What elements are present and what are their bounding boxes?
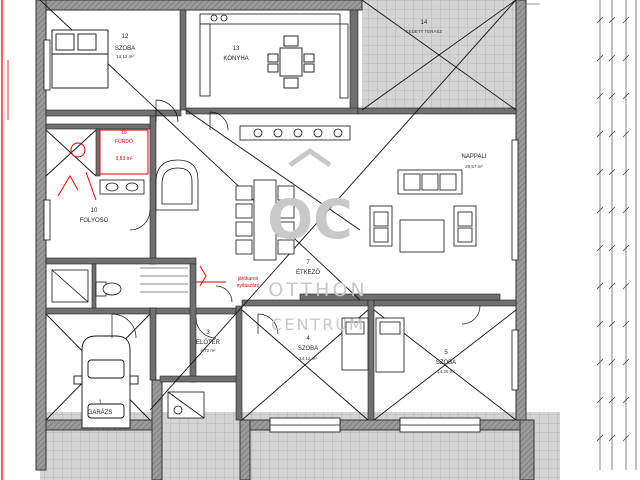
dimension-tick [608, 92, 616, 100]
room-12-area: 14,12 m² [116, 54, 134, 59]
red-note-line2: nyílászáró [237, 283, 260, 289]
dimension-tick [622, 92, 630, 100]
island-circles [239, 125, 351, 141]
room-16-area: 3,83 m² [116, 156, 133, 162]
dimension-tick [608, 358, 616, 366]
dimension-tick [596, 358, 604, 366]
room-labels: 12 SZOBA 14,12 m² 13 KONYHA 14 FEDETT TE… [80, 20, 487, 416]
room-16-name: FÜRDŐ [115, 138, 133, 145]
room-3-name: ELŐTÉR [196, 339, 221, 346]
room-1-number: 1 [98, 400, 102, 406]
dimension-tick [622, 434, 630, 442]
dimension-tick [596, 54, 604, 62]
room-5-name: SZOBA [436, 360, 456, 366]
watermark-line2: CENTRUM [271, 315, 365, 334]
dimension-tick [596, 16, 604, 24]
right-dimension-ticks [596, 16, 630, 442]
dimension-tick [622, 320, 630, 328]
room-14-name: FEDETT TERASZ [406, 29, 443, 34]
living-room-furniture [369, 169, 477, 253]
dimension-tick [596, 244, 604, 252]
room-14-number: 14 [421, 20, 428, 26]
watermark: OC OTTHON CENTRUM [267, 147, 367, 334]
room-10-number: 10 [91, 208, 98, 214]
watermark-logo: OC [267, 188, 353, 251]
room-5-number: 5 [444, 350, 448, 356]
dimension-tick [596, 396, 604, 404]
dimension-tick [622, 358, 630, 366]
room-5-area: 14,20 m² [437, 369, 455, 374]
dimension-tick [622, 130, 630, 138]
room-13-number: 13 [233, 46, 240, 52]
room-1-name: GARÁZS [88, 409, 113, 416]
dimension-tick [596, 130, 604, 138]
dimension-tick [608, 320, 616, 328]
dimension-tick [596, 168, 604, 176]
room-4-number: 4 [306, 336, 310, 342]
dining-table-icon [267, 35, 315, 89]
dimension-tick [596, 320, 604, 328]
dimension-tick [608, 16, 616, 24]
stair-lines [140, 267, 188, 293]
right-dimension-lines [599, 0, 637, 470]
dimension-tick [608, 282, 616, 290]
bed-icon-room5 [375, 317, 405, 373]
dimension-tick [622, 282, 630, 290]
room-12-number: 12 [122, 34, 129, 40]
dimension-tick [608, 168, 616, 176]
room-10-name: FOLYOSO [80, 218, 109, 224]
dining-long-table [235, 179, 295, 261]
room-16-number: 16 [121, 130, 127, 136]
bed-icon-room4 [341, 317, 369, 371]
dimension-tick [596, 92, 604, 100]
dimension-tick [596, 434, 604, 442]
dimension-tick [608, 206, 616, 214]
door-swing-icon [111, 99, 481, 339]
dimension-tick [608, 244, 616, 252]
room-4-name: SZOBA [298, 346, 318, 352]
dimension-tick [608, 130, 616, 138]
car-icon [73, 335, 139, 429]
room-3-number: 3 [206, 330, 210, 336]
bed-icon [51, 29, 109, 89]
room-7-number: 7 [306, 260, 310, 266]
dimension-tick [596, 282, 604, 290]
dimension-tick [622, 168, 630, 176]
dimension-tick [622, 16, 630, 24]
toilet-icon [51, 269, 122, 303]
room-living-name: NAPPALI [462, 154, 487, 160]
dimension-tick [596, 206, 604, 214]
room-4-area: 14,12 m² [299, 356, 317, 361]
room-7-name: ÉTKEZŐ [296, 269, 320, 276]
watermark-line1: OTTHON [268, 279, 367, 301]
south-windows [43, 39, 519, 433]
room-12-name: SZOBA [115, 46, 135, 52]
dimension-tick [622, 244, 630, 252]
dimension-tick [622, 54, 630, 62]
dimension-tick [622, 206, 630, 214]
sink-icon [99, 179, 145, 195]
red-note-line1: járókaros [237, 276, 259, 282]
dimension-tick [608, 434, 616, 442]
room-3-area: 4,72 m² [200, 348, 216, 353]
dimension-tick [608, 54, 616, 62]
left-red-markers [1, 0, 9, 480]
dimension-tick [608, 396, 616, 404]
shower-icon [167, 391, 205, 419]
dimension-tick [622, 396, 630, 404]
red-markup [57, 129, 226, 287]
interior-walls [45, 9, 517, 421]
kitchen-counter [199, 13, 349, 99]
room-13-name: KONYHA [223, 56, 248, 62]
room-living-area: 28,57 m² [465, 164, 483, 169]
bathtub-icon [155, 159, 199, 211]
